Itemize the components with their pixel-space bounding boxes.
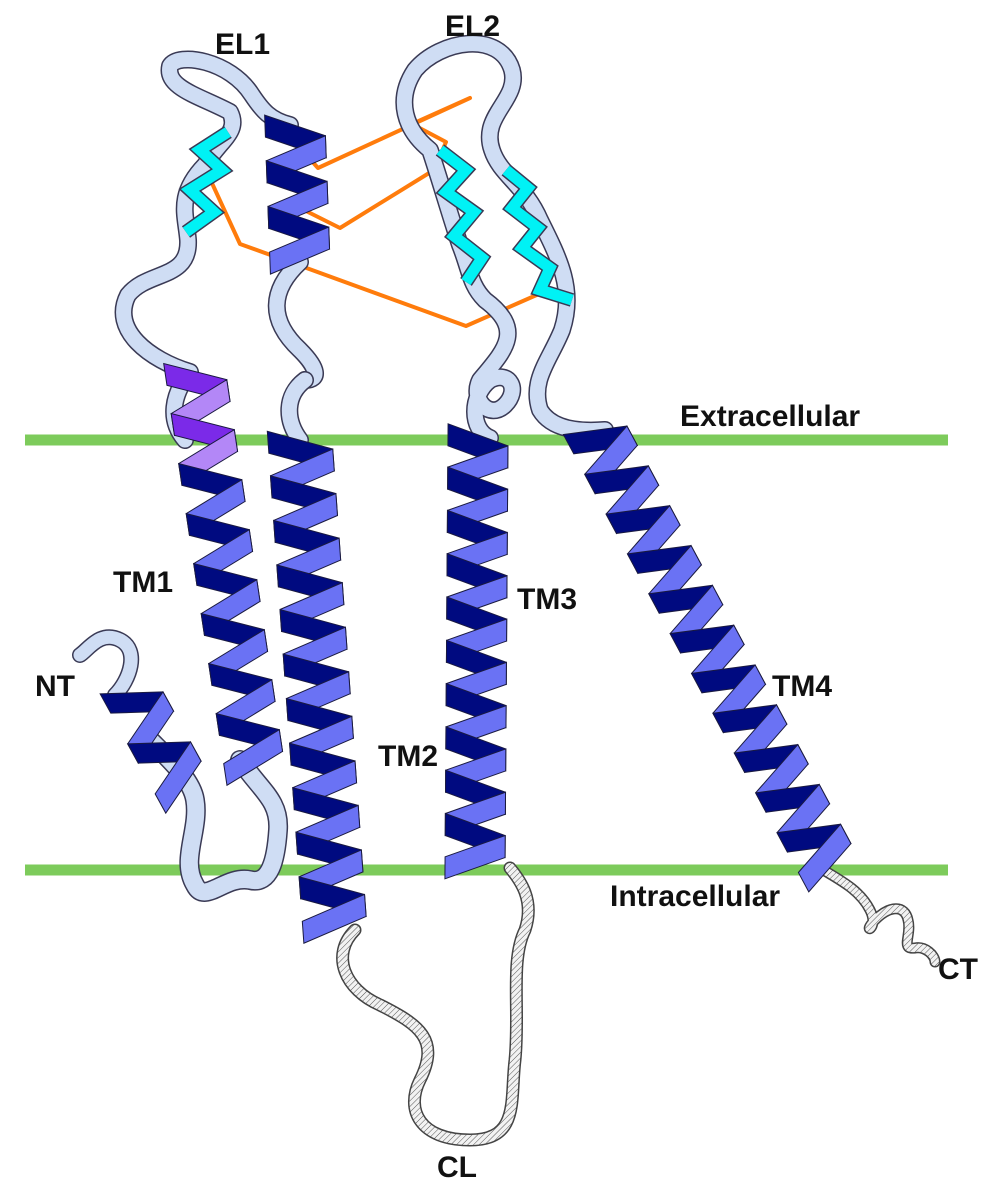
cl-label: CL	[437, 1151, 477, 1184]
tm2-helix-band	[301, 893, 367, 944]
tm4-helix-band	[797, 823, 852, 893]
tm1-helix	[163, 362, 284, 787]
tm1-label: TM1	[113, 566, 173, 599]
ct-label: CT	[938, 953, 978, 986]
intracellular-label: Intracellular	[610, 880, 781, 913]
tm2-helix	[266, 430, 367, 944]
el2-loop	[395, 34, 614, 447]
tm2-label: TM2	[378, 740, 438, 773]
tm3-helix-band	[444, 834, 506, 880]
c-terminus	[814, 862, 941, 968]
tm3-helix	[444, 423, 509, 880]
el2-label: EL2	[445, 10, 501, 43]
el1-helix	[264, 114, 331, 275]
nt-label: NT	[35, 670, 75, 703]
el1-helix-band	[269, 226, 331, 275]
el1-label: EL1	[215, 28, 271, 61]
helices	[99, 114, 852, 944]
tm3-label: TM3	[517, 583, 577, 616]
nt-helix	[99, 690, 202, 815]
tm4-helix	[562, 425, 852, 893]
nt-helix-band	[154, 740, 202, 815]
el1-loop	[114, 50, 324, 449]
tm1-helix-band	[223, 728, 284, 787]
extracellular-loops	[114, 34, 614, 449]
disulfide-bond-inner	[298, 96, 472, 230]
extracellular-label: Extracellular	[680, 400, 861, 433]
intracellular-n-loop	[72, 629, 289, 902]
tm4-label: TM4	[772, 670, 832, 703]
beta-strands	[178, 126, 575, 307]
cytoplasmic-loop	[336, 861, 535, 1147]
